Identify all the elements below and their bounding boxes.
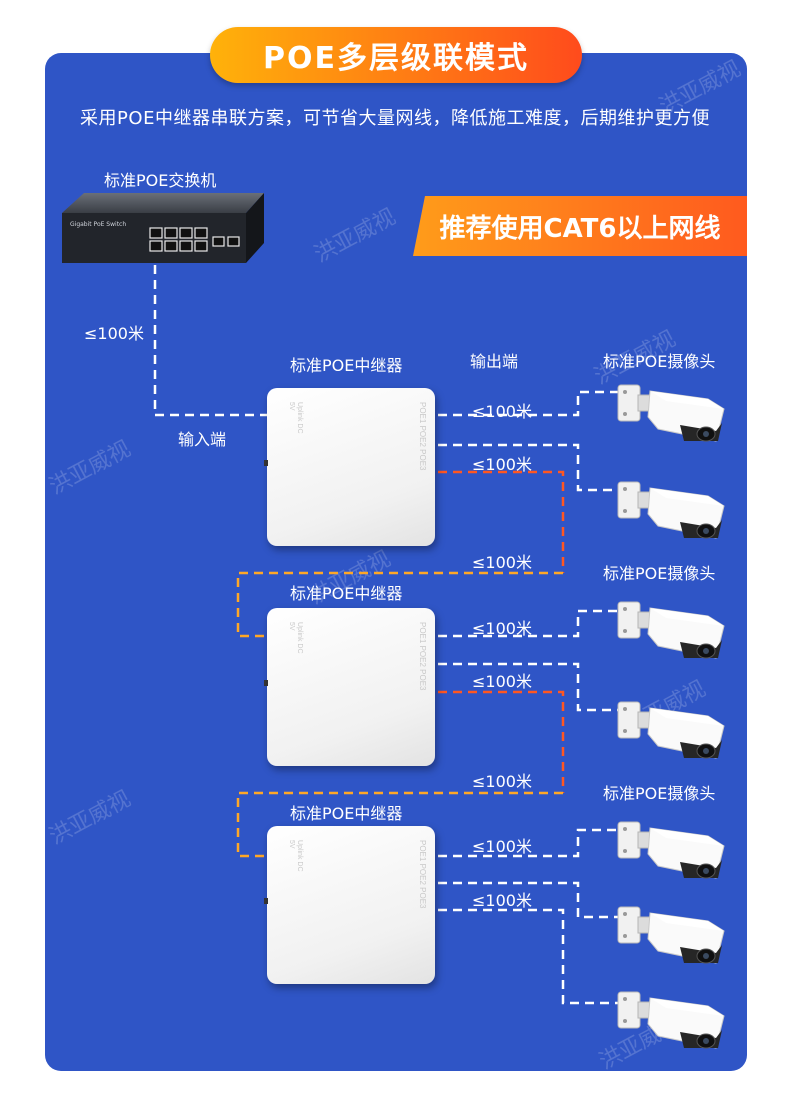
poe-camera-icon bbox=[618, 992, 724, 1048]
poe-camera-icon bbox=[618, 385, 724, 441]
poe-camera-icon bbox=[618, 702, 724, 758]
poe-camera-icon bbox=[618, 907, 724, 963]
poe-camera-icon bbox=[618, 602, 724, 658]
poe-camera-icon bbox=[618, 482, 724, 538]
poe-camera-icon bbox=[618, 822, 724, 878]
